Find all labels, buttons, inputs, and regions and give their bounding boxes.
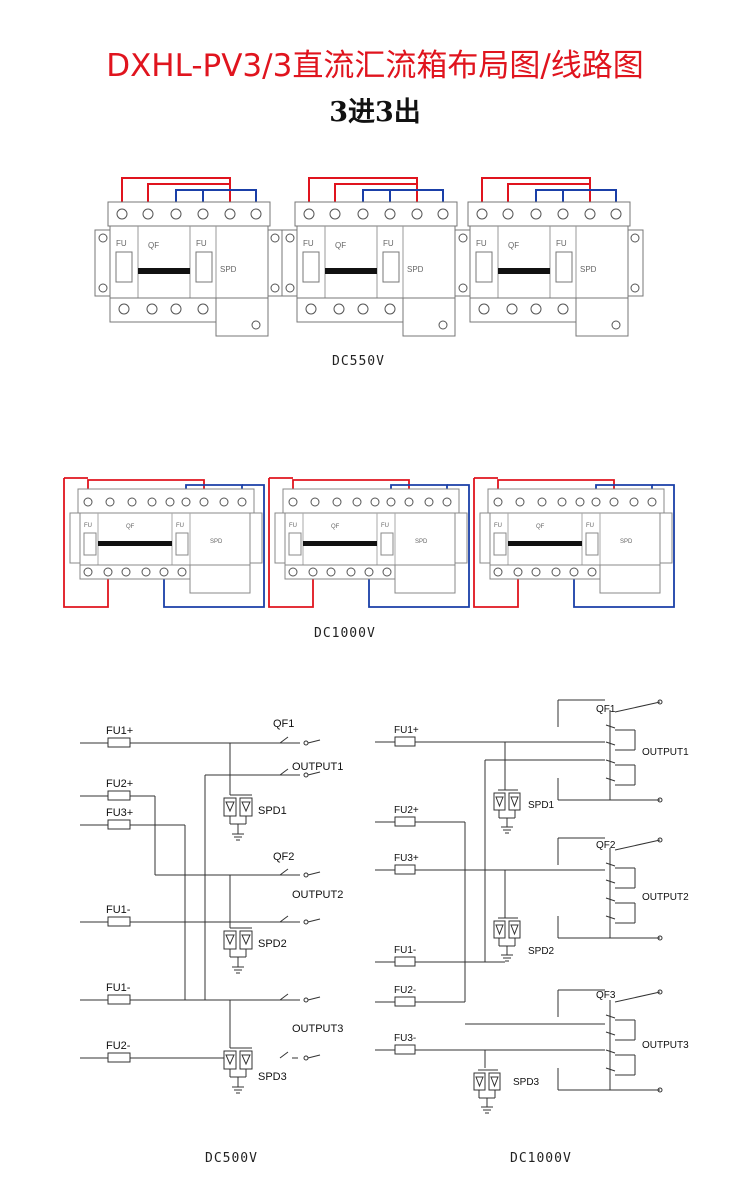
dc1000-input-label: FU2+ [394,805,419,816]
dc500-input-label: FU2- [106,1040,131,1052]
dc1000-breaker-label: QF3 [596,990,616,1001]
dc1000-breaker-label: QF2 [596,840,616,851]
svg-text:SPD: SPD [210,539,223,545]
dc500-input-label: FU1- [106,904,131,916]
dc500-output-label: OUTPUT3 [292,1023,343,1035]
dc1000-spd-label: SPD1 [528,800,555,811]
dc1000-breaker-label: QF1 [596,704,616,715]
dc1000-spd-label: SPD3 [513,1077,540,1088]
dc500-output-label: OUTPUT1 [292,761,343,773]
dc500-input-label: FU1- [106,982,131,994]
dc550-layout-diagram: FU QF FU SPD [94,177,644,337]
dc1000-output-label: OUTPUT1 [642,747,689,758]
page-subtitle: 3进3出 [329,97,421,128]
dc1000-input-label: FU2- [394,985,416,996]
dc1000-layout-caption: DC1000V [314,626,376,641]
dc500-schematic: FU1+ FU2+ FU3+ FU1- FU1- FU2- QF1 QF2 OU… [80,718,343,1094]
dc500-input-label: FU2+ [106,778,133,790]
dc1000-input-label: FU3+ [394,853,419,864]
dc1000-schematic: FU1+ FU2+ FU3+ FU1- FU2- FU3- QF1 QF2 QF… [375,699,689,1114]
dc500-breaker-label: QF1 [273,718,294,730]
dc500-input-label: FU1+ [106,725,133,737]
dc1000-output-label: OUTPUT3 [642,1040,689,1051]
dc1000-input-label: FU1+ [394,725,419,736]
dc500-spd-label: SPD3 [258,1071,287,1083]
dc1000-input-label: FU1- [394,945,416,956]
svg-text:SPD: SPD [220,265,237,274]
dc500-output-label: OUTPUT2 [292,889,343,901]
svg-text:QF: QF [148,241,159,250]
dc500-spd-label: SPD1 [258,805,287,817]
dc500-caption: DC500V [205,1151,258,1166]
svg-text:FU: FU [84,523,92,529]
dc500-input-label: FU3+ [106,807,133,819]
page-title: DXHL-PV3/3直流汇流箱布局图/线路图 [106,48,644,84]
svg-text:FU: FU [116,239,127,248]
svg-text:QF: QF [126,524,135,530]
dc1000-output-label: OUTPUT2 [642,892,689,903]
dc1000-schematic-caption: DC1000V [510,1151,572,1166]
dc1000-input-label: FU3- [394,1033,416,1044]
svg-text:FU: FU [176,523,184,529]
dc500-breaker-label: QF2 [273,851,294,863]
dc550-caption: DC550V [332,354,385,369]
svg-text:FU: FU [196,239,207,248]
dc500-spd-label: SPD2 [258,938,287,950]
dc1000-spd-label: SPD2 [528,946,555,957]
dc1000-layout-diagram: FU QF FU SPD [63,477,675,608]
